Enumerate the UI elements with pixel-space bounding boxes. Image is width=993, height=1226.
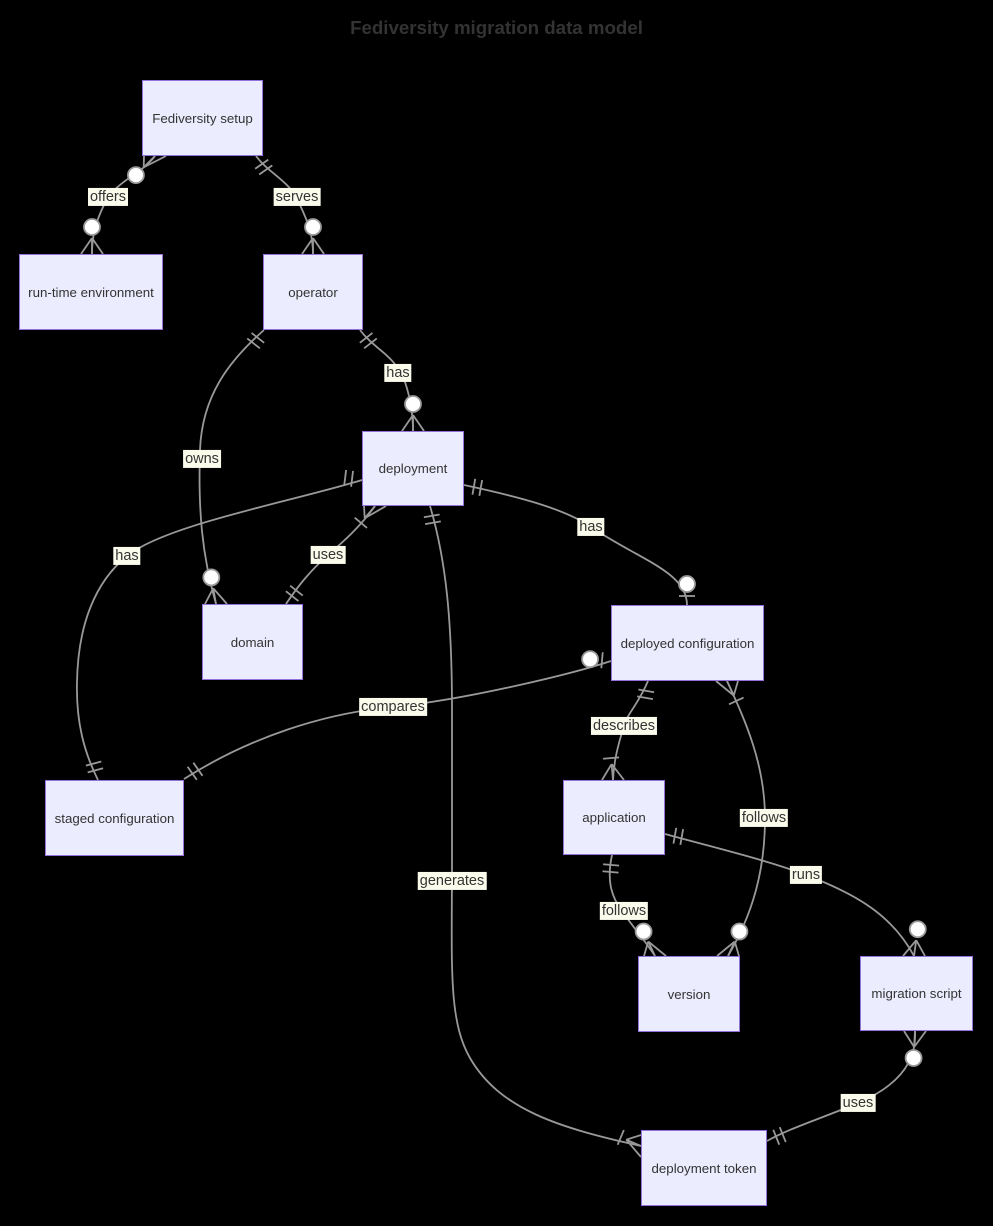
entity-deployment-token: deployment token xyxy=(641,1130,767,1206)
entity-label: staged configuration xyxy=(54,810,175,826)
edge-runs xyxy=(664,833,915,957)
entity-label: run-time environment xyxy=(28,284,154,300)
relationship-label-has-2: has xyxy=(113,546,141,566)
relationship-label-has-3: has xyxy=(577,517,605,537)
entity-migration-script: migration script xyxy=(860,956,973,1031)
relationship-label-compares: compares xyxy=(359,697,427,717)
relationship-label-uses-2: uses xyxy=(840,1093,876,1113)
entity-deployed-configuration: deployed configuration xyxy=(611,605,764,681)
entity-label: domain xyxy=(230,634,275,650)
entity-run-time-environment: run-time environment xyxy=(19,254,163,330)
edge-has-3 xyxy=(463,484,688,606)
cardinality-glyphs xyxy=(80,155,927,1158)
relationship-label-runs: runs xyxy=(789,865,823,885)
relationship-label-has-1: has xyxy=(384,363,412,383)
relationship-label-offers: offers xyxy=(87,187,129,207)
entity-staged-configuration: staged configuration xyxy=(45,780,184,856)
entity-label: deployment token xyxy=(651,1160,757,1176)
relationship-label-owns: owns xyxy=(183,449,221,469)
entity-operator: operator xyxy=(263,254,363,330)
entity-domain: domain xyxy=(202,604,303,680)
relationship-label-describes: describes xyxy=(590,716,658,736)
edge-generates xyxy=(429,505,642,1147)
edge-has-2 xyxy=(76,479,363,781)
relationship-label-generates: generates xyxy=(417,871,487,891)
entity-label: migration script xyxy=(871,986,962,1001)
entity-deployment: deployment xyxy=(362,431,464,506)
entity-label: version xyxy=(667,986,711,1002)
edge-uses-2 xyxy=(766,1030,916,1142)
entity-fediversity-setup: Fediversity setup xyxy=(142,80,263,156)
entity-application: application xyxy=(563,780,665,855)
diagram-title: Fediversity migration data model xyxy=(350,17,643,38)
relationship-label-uses-1: uses xyxy=(310,545,346,565)
relationship-label-follows-2: follows xyxy=(599,901,649,921)
entity-label: deployed configuration xyxy=(620,635,755,651)
relationship-label-serves: serves xyxy=(273,187,321,207)
entity-label: operator xyxy=(288,284,338,300)
entity-label: Fediversity setup xyxy=(152,110,253,126)
entity-version: version xyxy=(638,956,740,1032)
entity-label: application xyxy=(582,810,646,825)
entity-label: deployment xyxy=(378,461,448,476)
relationship-label-follows-1: follows xyxy=(739,808,789,828)
